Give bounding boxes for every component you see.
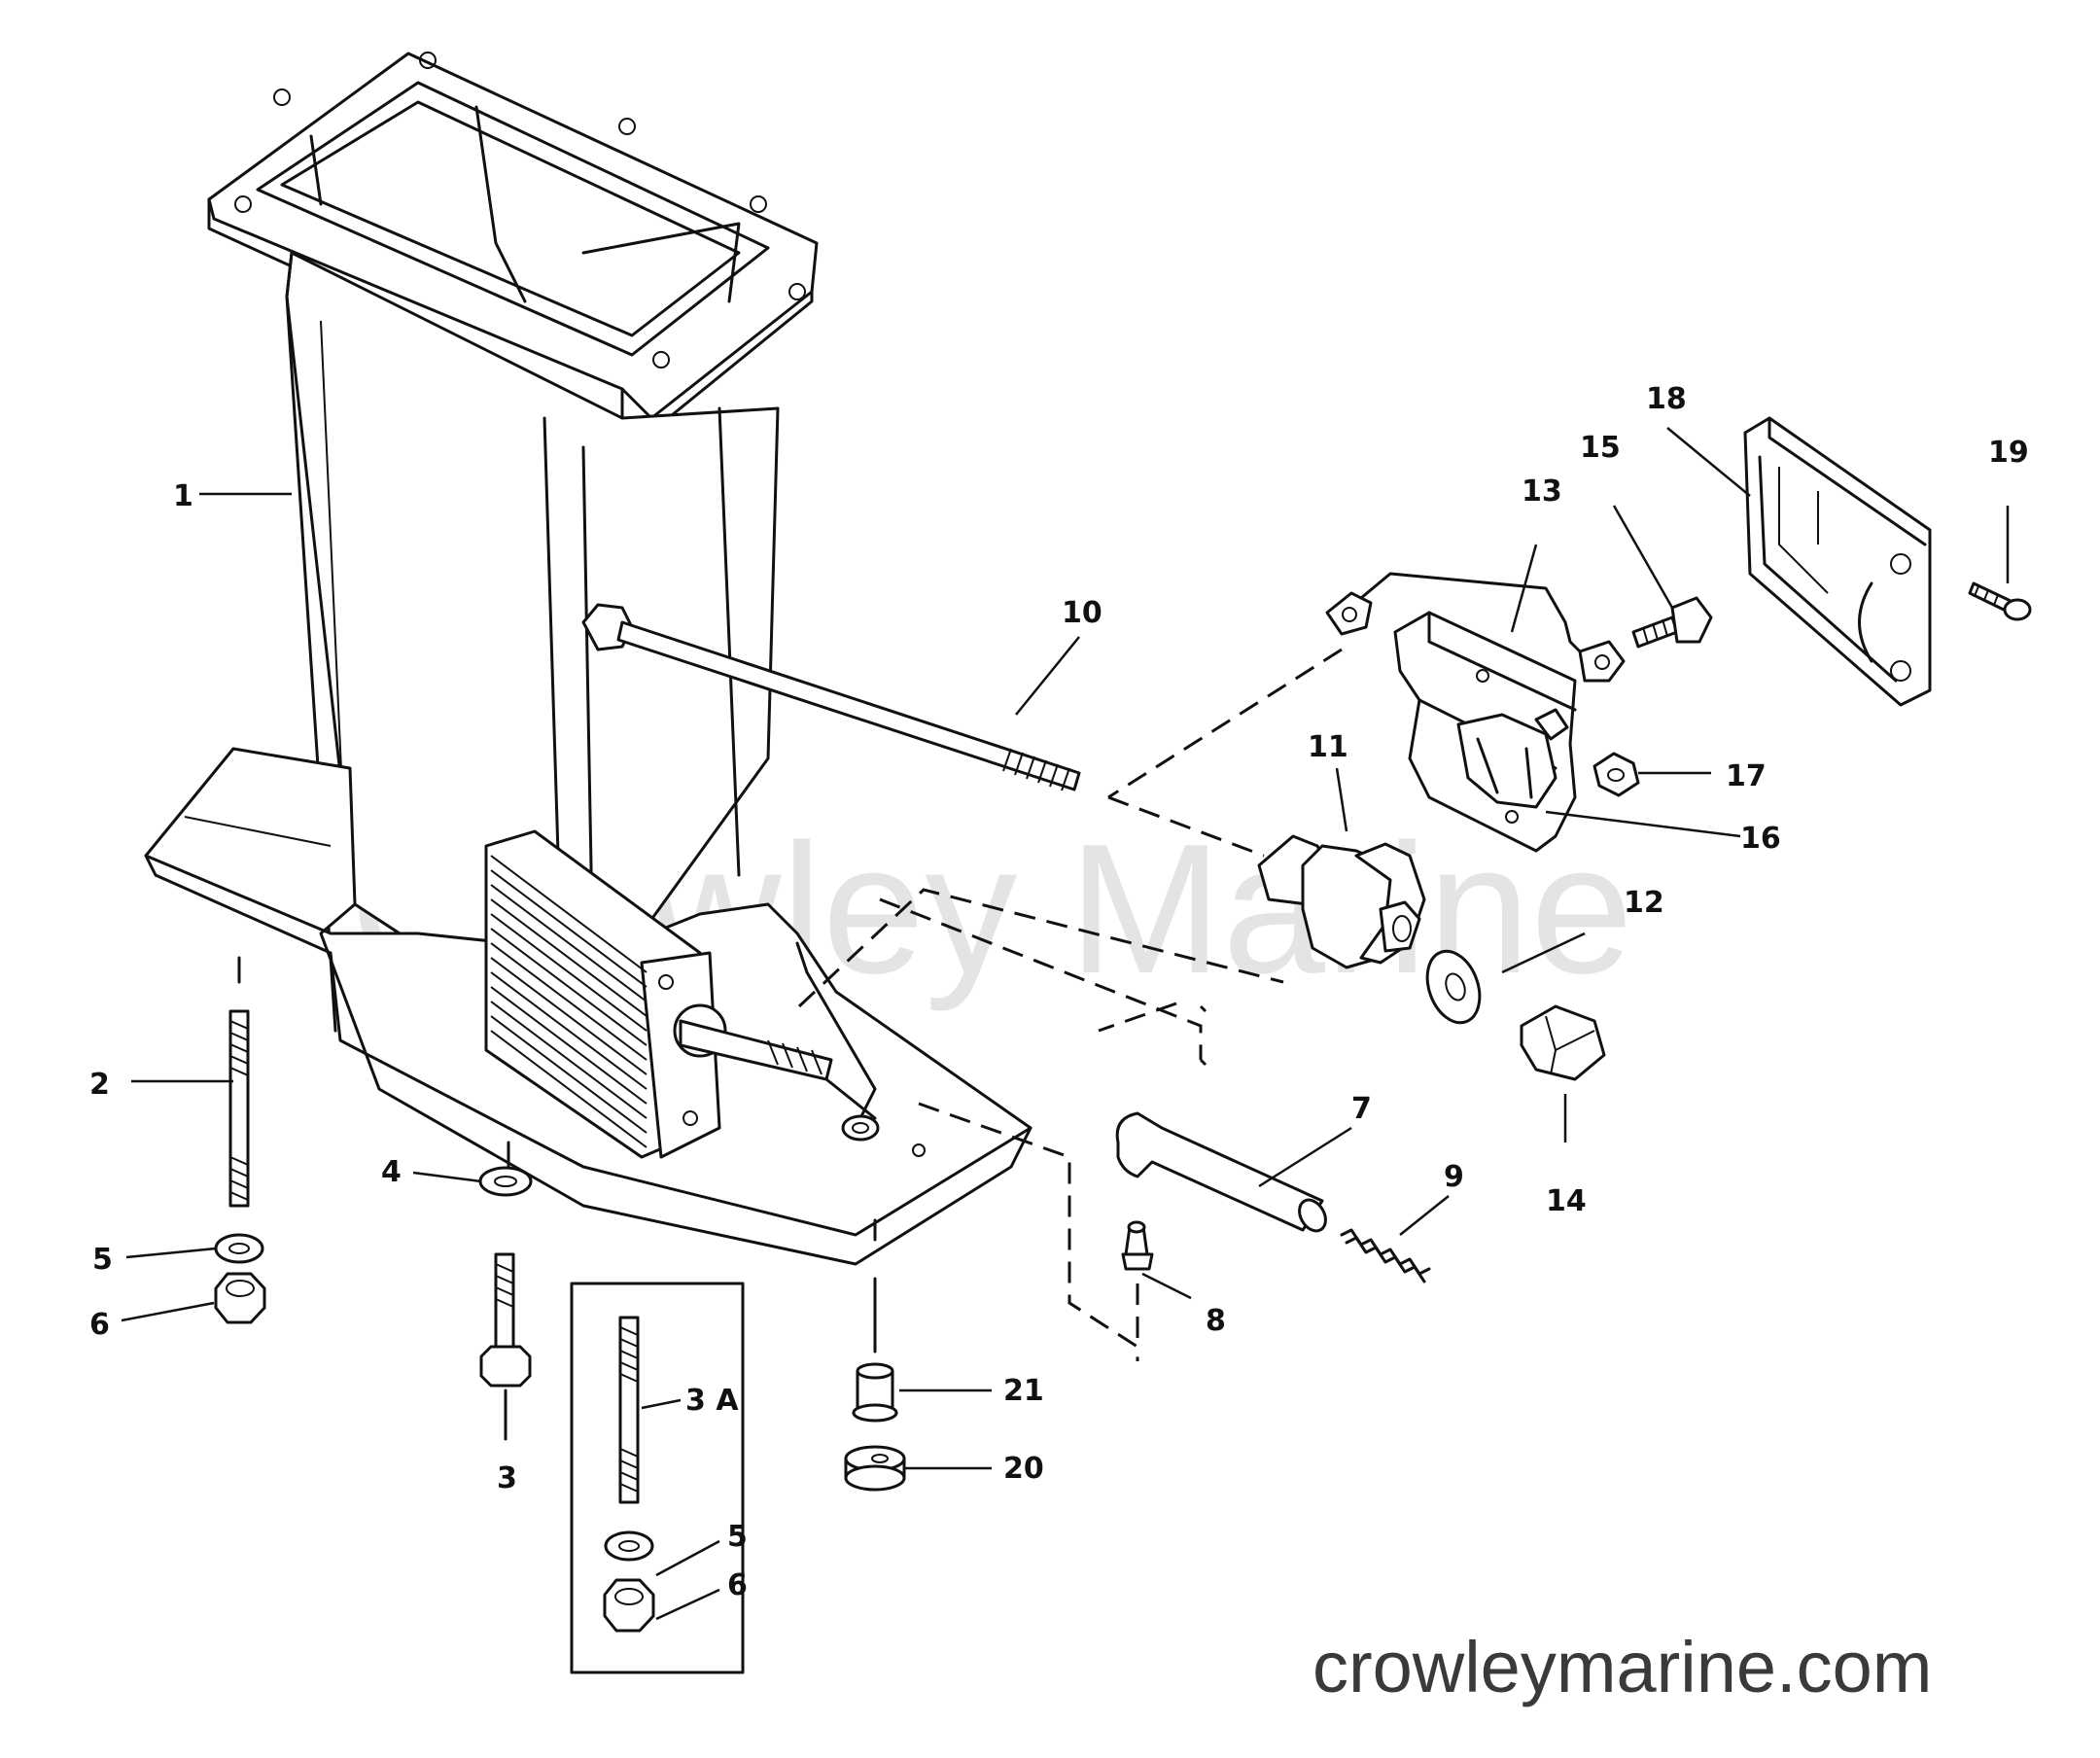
callout-4: 4 xyxy=(381,1155,402,1189)
spring-part-9 xyxy=(1340,1228,1431,1283)
callout-7: 7 xyxy=(1351,1092,1372,1126)
stud-part-2 xyxy=(228,956,250,1208)
callout-17: 17 xyxy=(1726,759,1767,793)
callout-6-box: 6 xyxy=(727,1568,748,1602)
grommet-part-20 xyxy=(844,1445,906,1492)
callout-15: 15 xyxy=(1580,431,1621,465)
callout-3: 3 xyxy=(497,1461,517,1495)
mount-bracket-part-16 xyxy=(1393,611,1577,853)
washer-part-12 xyxy=(1425,949,1482,1025)
washer-part-4 xyxy=(478,1141,533,1197)
callout-labels: 1 2 3 3 A 4 5 5 6 6 7 8 9 10 11 12 13 14… xyxy=(89,382,2029,1602)
callout-6-left: 6 xyxy=(89,1308,110,1342)
callout-9: 9 xyxy=(1444,1160,1464,1194)
hose-part-7 xyxy=(1115,1111,1327,1233)
callout-21: 21 xyxy=(1003,1374,1044,1408)
callout-2: 2 xyxy=(89,1068,110,1102)
callout-3a: 3 A xyxy=(685,1384,739,1418)
callout-10: 10 xyxy=(1062,596,1102,630)
callout-18: 18 xyxy=(1646,382,1687,416)
acorn-nut-part-14 xyxy=(1520,1004,1606,1081)
driveshaft-housing xyxy=(144,52,1032,1266)
cover-plate-part-18 xyxy=(1743,416,1932,707)
nut-part-6-left xyxy=(214,1272,266,1324)
ground-strap-part-13 xyxy=(1325,572,1626,683)
callout-8: 8 xyxy=(1206,1304,1226,1338)
callout-16: 16 xyxy=(1740,822,1781,856)
callout-5-left: 5 xyxy=(92,1243,113,1277)
alternate-stud-kit-box xyxy=(570,1282,745,1674)
bushing-part-21 xyxy=(852,1218,898,1423)
nut-part-17 xyxy=(1592,752,1640,797)
callout-5-box: 5 xyxy=(727,1520,748,1554)
callout-11: 11 xyxy=(1308,730,1348,764)
callout-19: 19 xyxy=(1988,436,2029,470)
bolt-part-15 xyxy=(1631,596,1713,649)
callout-13: 13 xyxy=(1522,475,1562,509)
grease-fitting-part-8 xyxy=(1121,1220,1154,1271)
site-url: crowleymarine.com xyxy=(1312,1627,1932,1707)
callout-leaders xyxy=(121,427,2010,1621)
callout-20: 20 xyxy=(1003,1452,1044,1486)
bolt-part-3 xyxy=(479,1252,532,1441)
callout-1: 1 xyxy=(173,479,193,513)
rubber-mount-part-11 xyxy=(1257,834,1426,969)
screw-part-19 xyxy=(1968,581,2032,621)
washer-part-5-left xyxy=(214,1233,264,1264)
ribbed-pad xyxy=(490,855,648,1148)
long-bolt-part-10 xyxy=(581,603,1081,791)
callout-14: 14 xyxy=(1546,1184,1587,1218)
callout-12: 12 xyxy=(1624,886,1664,920)
